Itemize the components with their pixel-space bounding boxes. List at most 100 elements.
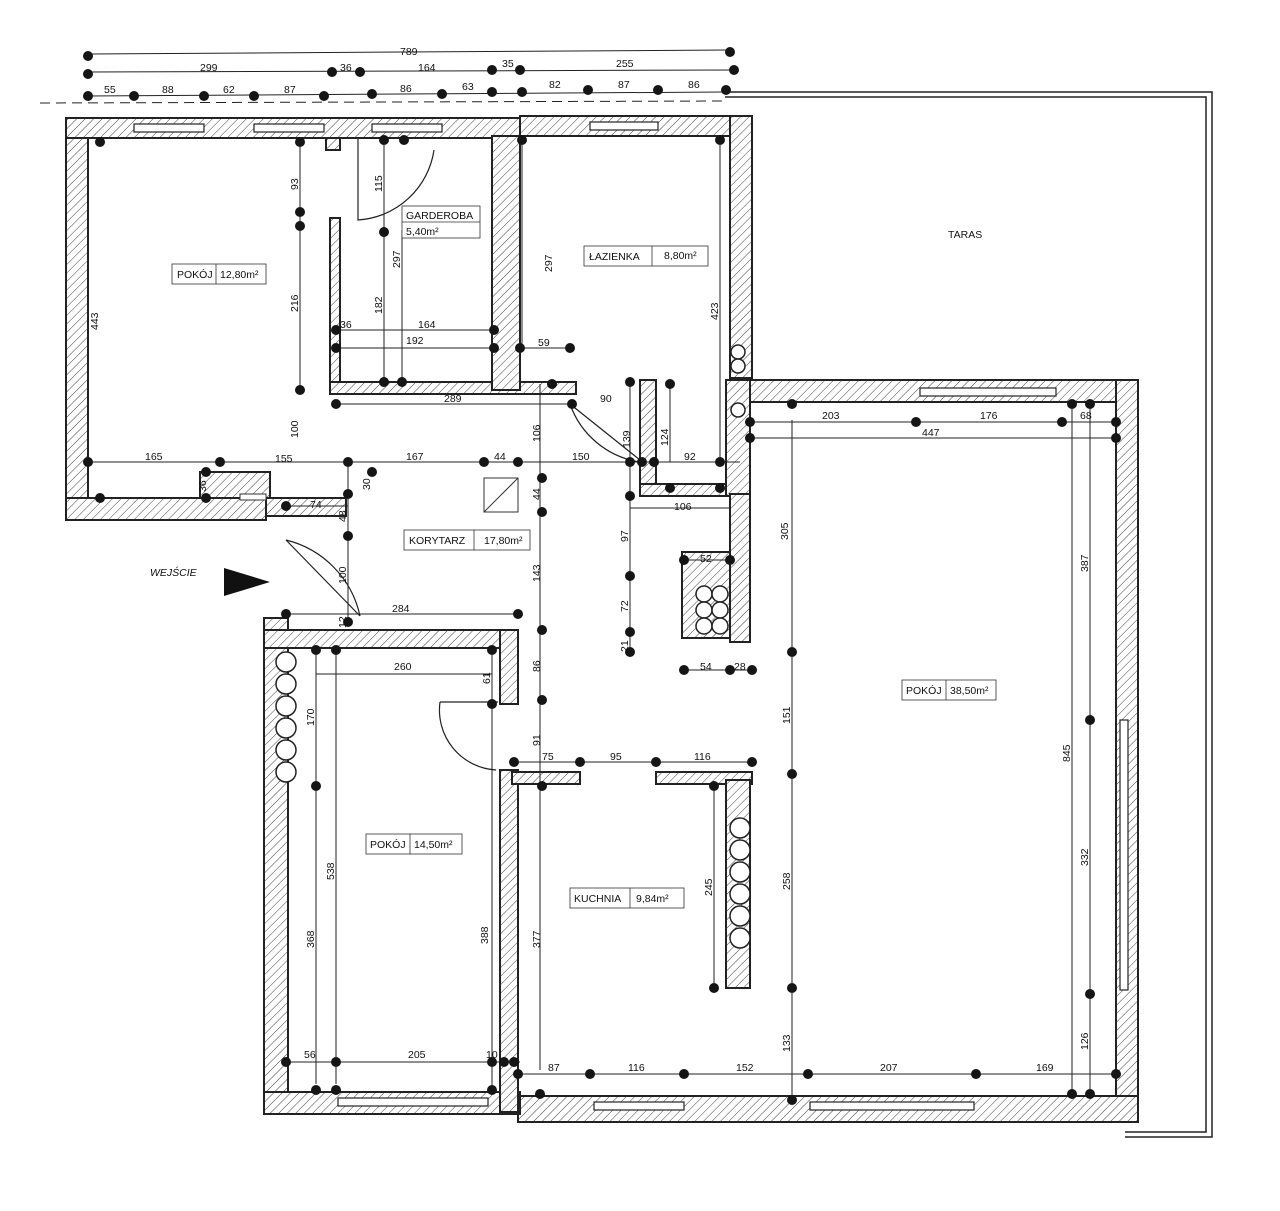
dim-label: 82 — [549, 79, 561, 91]
dim-label: 21 — [619, 640, 631, 652]
dim-label: 10 — [486, 1049, 498, 1061]
wall-east-bath — [729, 115, 753, 379]
dim-label: 95 — [610, 751, 622, 763]
windows — [133, 121, 1129, 1111]
dim-label: 59 — [538, 337, 550, 349]
window — [337, 1097, 489, 1107]
wall-north-room2 — [263, 629, 519, 649]
dim-label: 170 — [305, 708, 317, 726]
dim-top-total: 789 — [400, 46, 418, 58]
dim-label: 55 — [104, 84, 116, 96]
room-name: POKÓJ — [370, 838, 406, 851]
dim-label: 216 — [289, 294, 301, 312]
dim-label: 289 — [444, 393, 462, 405]
dim-label: 284 — [392, 603, 410, 615]
dim-label: 203 — [822, 410, 840, 422]
dim-label: 388 — [479, 926, 491, 944]
dim-label: 44 — [531, 488, 543, 500]
dim-label: 299 — [200, 62, 218, 74]
dim-label: 182 — [373, 296, 385, 314]
door-room2 — [438, 701, 498, 771]
dim-label: 205 — [408, 1049, 426, 1061]
room-area: 38,50m² — [950, 685, 989, 697]
dim-label: 36 — [340, 319, 352, 331]
room-area: 12,80m² — [220, 269, 259, 281]
room-name: KORYTARZ — [409, 535, 466, 547]
dim-label: 167 — [406, 451, 424, 463]
room-labels: POKÓJ 12,80m² GARDEROBA 5,40m² ŁAZIENKA … — [150, 205, 997, 909]
dim-label: 100 — [337, 566, 349, 584]
wall-chimney-side — [729, 493, 751, 643]
dim-label: 260 — [394, 661, 412, 673]
dim-label: 74 — [310, 499, 322, 511]
dim-label: 106 — [674, 501, 692, 513]
room-label-bedroom-2: POKÓJ 14,50m² — [365, 833, 463, 855]
dim-label: 124 — [659, 428, 671, 446]
dim-label: 87 — [548, 1062, 560, 1074]
dim-label: 12 — [337, 616, 349, 628]
wall-entrance-top — [265, 497, 347, 517]
dim-label: 155 — [275, 453, 293, 465]
dim-label: 192 — [406, 335, 424, 347]
dim-label: 368 — [305, 930, 317, 948]
room-area: 17,80m² — [484, 535, 523, 547]
terrace-outline — [725, 91, 1213, 1138]
dim-label: 100 — [289, 420, 301, 438]
room-name: POKÓJ — [177, 268, 213, 281]
dimension-labels: 789 299 36 164 35 255 55 88 62 87 86 63 … — [89, 46, 1092, 1074]
dim-label: 63 — [462, 81, 474, 93]
dim-label: 88 — [162, 84, 174, 96]
dim-label: 86 — [400, 83, 412, 95]
room-name: POKÓJ — [906, 684, 942, 697]
room-label-corridor: KORYTARZ 17,80m² — [403, 529, 531, 551]
dim-label: 72 — [619, 600, 631, 612]
window — [809, 1101, 975, 1111]
dim-label: 150 — [572, 451, 590, 463]
room-area: 14,50m² — [414, 839, 453, 851]
dim-label: 845 — [1061, 744, 1073, 762]
dim-label: 52 — [700, 553, 712, 565]
dimension-lines — [39, 49, 1116, 1100]
dim-label: 61 — [481, 672, 493, 684]
entrance-arrow-icon — [224, 568, 270, 596]
room-area: 9,84m² — [636, 893, 669, 905]
dim-label: 90 — [600, 393, 612, 405]
dim-label: 92 — [684, 451, 696, 463]
dim-label: 164 — [418, 62, 436, 74]
window — [133, 123, 205, 133]
dim-label: 143 — [531, 564, 543, 582]
dimension-dots — [83, 47, 1121, 1105]
room-label-bathroom: ŁAZIENKA 8,80m² — [583, 245, 709, 267]
ventilation — [239, 344, 751, 949]
window — [919, 387, 1057, 397]
wall-room2-kitchen — [499, 769, 519, 1113]
dim-label: 116 — [694, 751, 711, 763]
dim-label: 93 — [289, 178, 301, 190]
window — [253, 123, 325, 133]
dim-label: 35 — [502, 58, 514, 70]
dim-label: 133 — [781, 1034, 793, 1052]
room-name: ŁAZIENKA — [589, 251, 640, 263]
dim-label: 139 — [621, 430, 633, 448]
dim-label: 165 — [145, 451, 163, 463]
dim-label: 97 — [619, 530, 631, 542]
dim-label: 538 — [325, 862, 337, 880]
dim-label: 87 — [284, 84, 296, 96]
room-name: GARDEROBA — [406, 210, 473, 222]
entrance-label: WEJŚCIE — [150, 566, 198, 579]
dim-label: 305 — [779, 522, 791, 540]
dim-label: 207 — [880, 1062, 898, 1074]
dim-label: 169 — [1036, 1062, 1054, 1074]
wall-bath-partition — [639, 379, 657, 487]
terrace-label: TARAS — [948, 229, 982, 241]
dim-label: 91 — [531, 734, 543, 746]
dim-label: 75 — [542, 751, 554, 763]
dim-label: 297 — [391, 250, 403, 268]
dim-label: 87 — [618, 79, 630, 91]
dim-label: 152 — [736, 1062, 754, 1074]
wall-wardrobe-top-stub — [325, 137, 341, 151]
dim-label: 115 — [373, 175, 385, 192]
dim-label: 106 — [531, 424, 543, 442]
dim-label: 245 — [703, 878, 715, 896]
